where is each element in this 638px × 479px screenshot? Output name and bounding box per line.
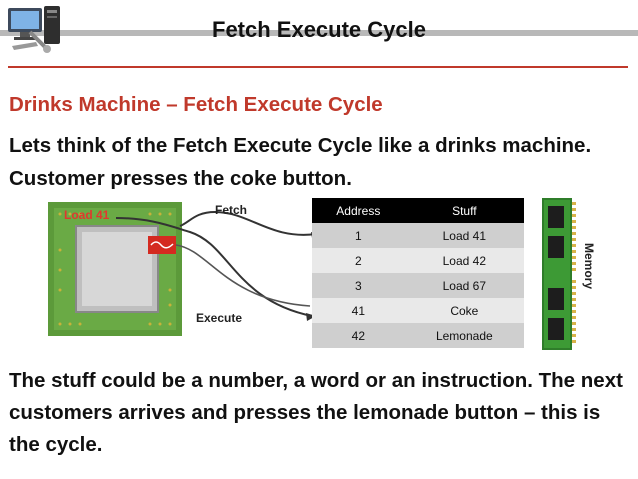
table-row: 1 Load 41 — [312, 223, 524, 248]
memory-stick-icon — [542, 198, 576, 350]
intro-paragraph: Lets think of the Fetch Execute Cycle li… — [9, 134, 592, 190]
execute-label: Execute — [196, 311, 243, 325]
slide-header: Fetch Execute Cycle — [0, 0, 638, 68]
fetch-execute-diagram — [48, 202, 319, 336]
address-cell: 3 — [312, 273, 405, 298]
memory-label: Memory — [582, 243, 596, 290]
fetch-label: Fetch — [215, 203, 248, 217]
stuff-cell: Load 42 — [404, 248, 524, 273]
stuff-cell: Load 67 — [404, 273, 524, 298]
chip-register-label: Load 41 — [64, 208, 110, 222]
slide-title: Fetch Execute Cycle — [212, 17, 426, 42]
address-cell: 42 — [312, 323, 405, 348]
title-divider — [8, 66, 628, 68]
table-row: 41 Coke — [312, 298, 524, 323]
computer-tools-icon — [8, 6, 60, 53]
table-row: 2 Load 42 — [312, 248, 524, 273]
stuff-cell: Coke — [404, 298, 524, 323]
column-header-stuff: Stuff — [404, 198, 524, 223]
memory-table: Address Stuff 1 Load 41 2 Load 42 3 Load… — [312, 198, 524, 348]
header-band — [0, 30, 638, 36]
address-cell: 2 — [312, 248, 405, 273]
cpu-chip-icon — [48, 202, 182, 336]
conclusion-paragraph: The stuff could be a number, a word or a… — [9, 369, 623, 456]
table-header-row: Address Stuff — [312, 198, 524, 223]
table-row: 3 Load 67 — [312, 273, 524, 298]
stuff-cell: Load 41 — [404, 223, 524, 248]
column-header-address: Address — [312, 198, 405, 223]
table-row: 42 Lemonade — [312, 323, 524, 348]
stuff-cell: Lemonade — [404, 323, 524, 348]
address-cell: 1 — [312, 223, 405, 248]
slide-subtitle: Drinks Machine – Fetch Execute Cycle — [9, 93, 383, 116]
address-cell: 41 — [312, 298, 405, 323]
